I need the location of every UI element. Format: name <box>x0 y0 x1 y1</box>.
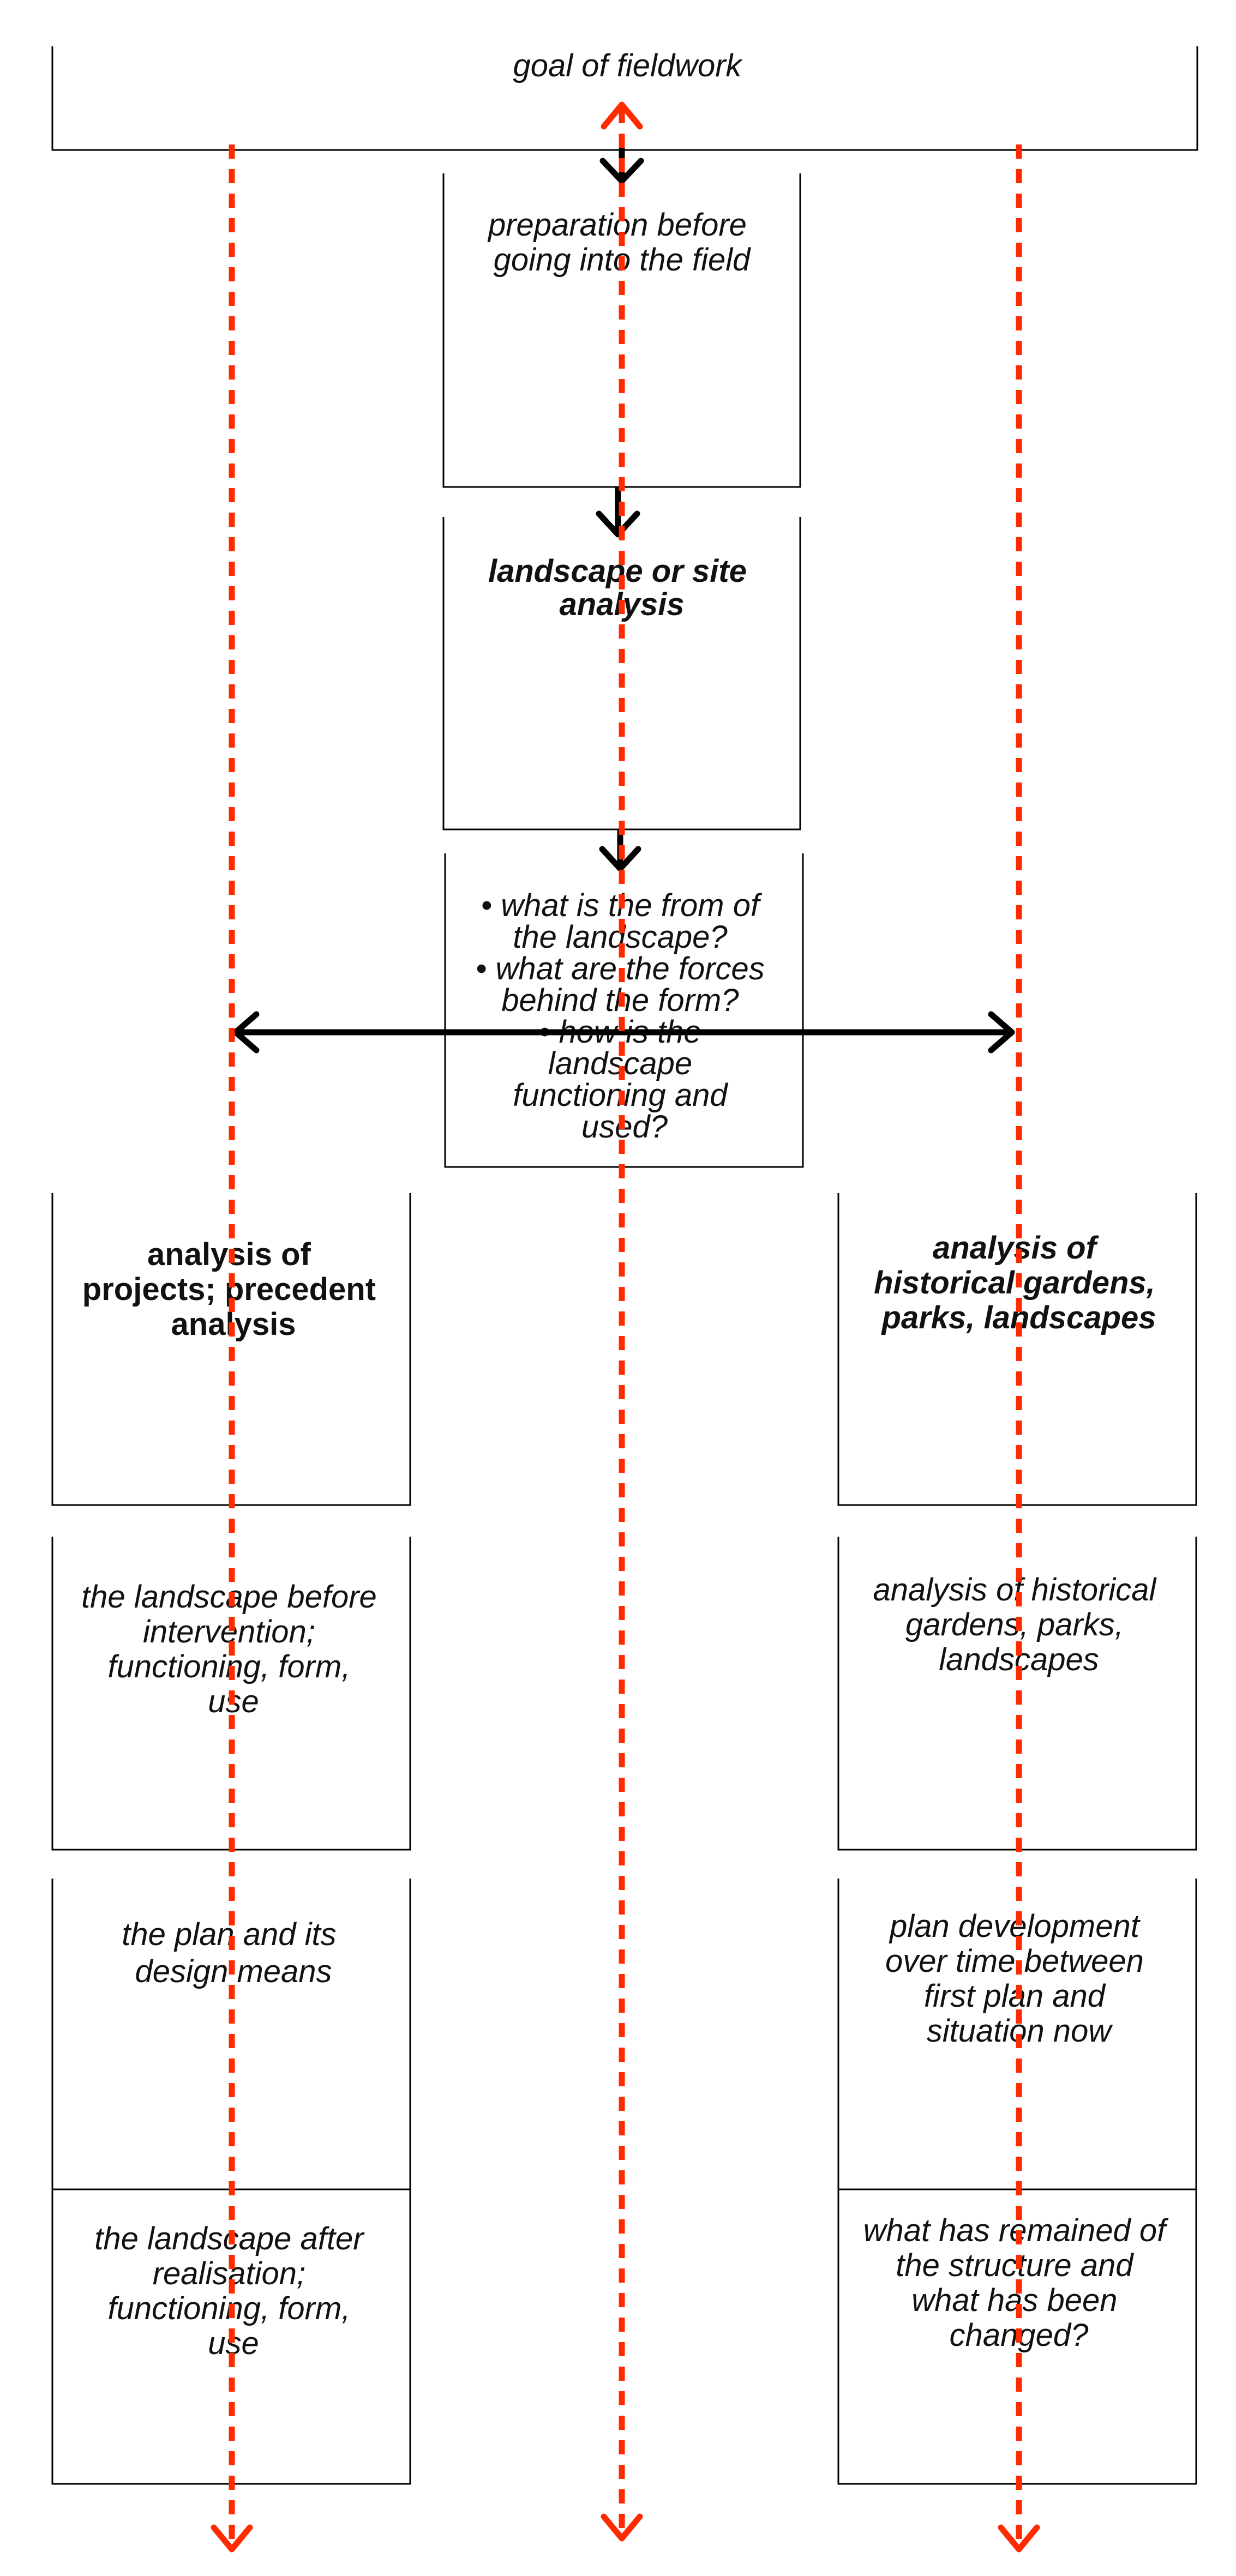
red-dashed-arrow-icon-left <box>211 145 253 2553</box>
plan-text: the plan and its design means <box>122 1917 345 1989</box>
black-double-headed-arrow-icon <box>232 1011 1015 1054</box>
historical-analysis-text: analysis of historical gardens, parks, l… <box>873 1572 1165 1677</box>
red-dashed-arrow-icon-right <box>998 145 1040 2553</box>
plan-development-text: plan development over time between first… <box>885 1909 1153 2049</box>
goal-text: goal of fieldwork <box>513 48 743 83</box>
red-dashed-arrow-icon-center <box>601 101 643 2542</box>
black-down-arrow-icon <box>596 486 640 538</box>
site-analysis-text: landscape or site analysis <box>488 553 755 622</box>
